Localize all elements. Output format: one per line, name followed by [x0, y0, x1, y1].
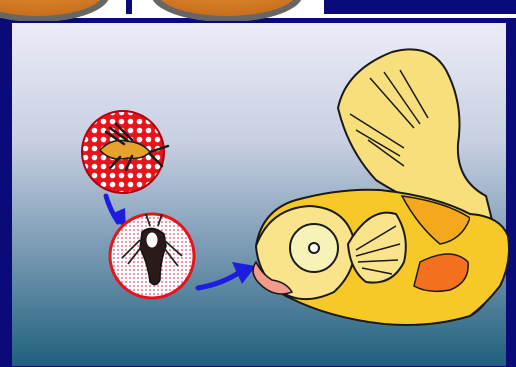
petri-dish-icon	[151, 0, 303, 22]
petri-dish-icon	[0, 0, 110, 22]
plate-divider	[126, 0, 132, 14]
larva-icon	[110, 214, 194, 298]
top-right-frame	[324, 0, 516, 14]
